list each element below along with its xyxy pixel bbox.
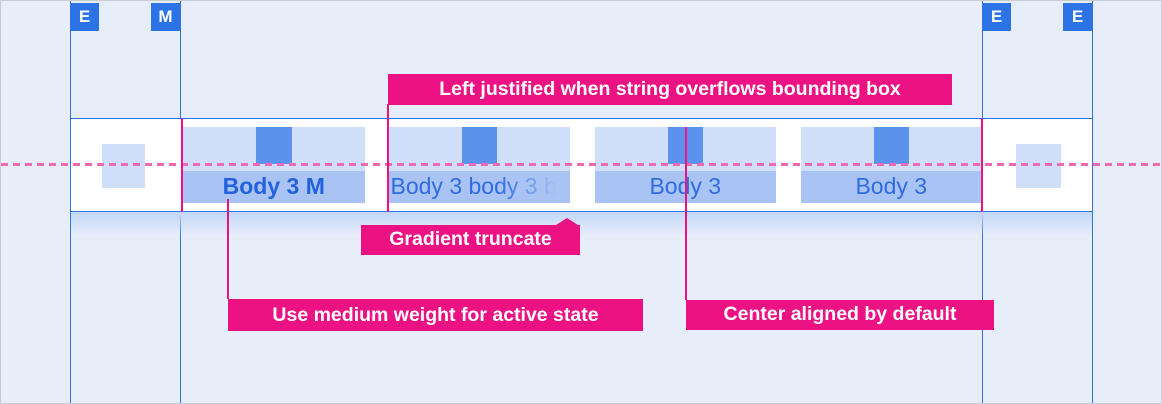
tab-label: Body 3 M [183, 170, 365, 203]
tab-overflow-body-3[interactable]: Body 3 body 3 b [388, 127, 570, 203]
annotation-line-tab-area-end [981, 118, 983, 212]
spacing-square-right [1016, 144, 1061, 188]
tab-bar-shadow [71, 212, 1092, 236]
gradient-truncate-fade [498, 170, 570, 203]
spacing-marker-e-right-inner: E [982, 3, 1011, 31]
spacing-marker-e-left: E [70, 3, 99, 31]
tab-label: Body 3 [800, 170, 982, 203]
spacing-block [461, 127, 497, 164]
annotation-gradient-truncate: Gradient truncate [361, 224, 580, 255]
spacing-marker-e-right-outer: E [1063, 3, 1092, 31]
spacing-block [873, 127, 909, 164]
annotation-line-left-justified [387, 104, 389, 212]
annotation-left-justified: Left justified when string overflows bou… [388, 74, 952, 105]
annotation-line-medium-weight [227, 199, 229, 299]
annotation-pointer-arrow [556, 218, 578, 225]
annotation-line-tab-area-start [181, 118, 183, 212]
spacing-marker-m-left: M [151, 3, 180, 31]
spacing-square-left [102, 144, 145, 188]
annotation-medium-weight: Use medium weight for active state [228, 299, 643, 331]
center-dashed-line [1, 163, 1161, 166]
annotation-center-aligned: Center aligned by default [686, 299, 994, 330]
spacing-block [256, 127, 292, 164]
annotation-line-center-aligned [684, 127, 687, 300]
